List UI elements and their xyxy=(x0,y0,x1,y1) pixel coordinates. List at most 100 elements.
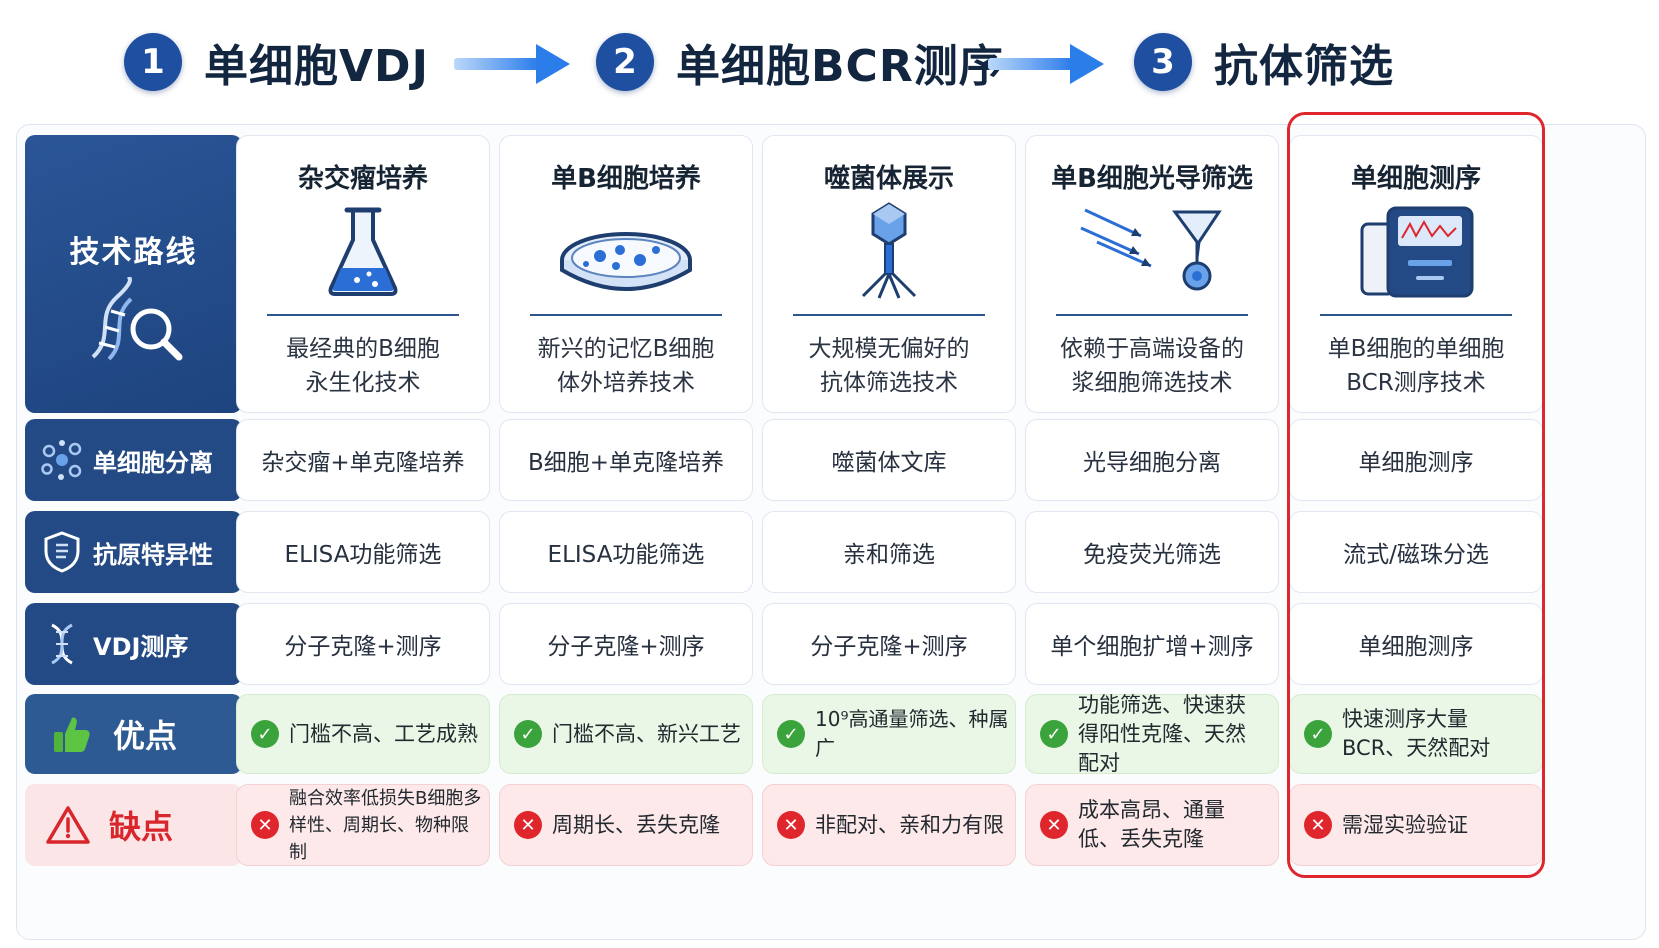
cell-vdj-optofluidic: 单个细胞扩增+测序 xyxy=(1025,603,1279,685)
cell-text: 功能筛选、快速获得阳性克隆、天然配对 xyxy=(1078,692,1246,775)
cell-cons-hybridoma: ✕ 融合效率低损失B细胞多样性、周期长、物种限制 xyxy=(236,784,490,866)
row-header-pros: 优点 xyxy=(25,694,242,774)
cross-icon: ✕ xyxy=(251,811,279,839)
step-3-title: 抗体筛选 xyxy=(1214,41,1394,92)
row-header-cons: 缺点 xyxy=(25,784,242,866)
row-label: 优点 xyxy=(113,717,178,755)
cells-icon xyxy=(41,440,82,480)
flask-icon xyxy=(328,207,398,296)
cell-vdj-phage: 分子克隆+测序 xyxy=(762,603,1016,685)
highlight-frame xyxy=(1287,112,1545,878)
cell-text: 融合效率低损失B细胞多样性、周期长、物种限制 xyxy=(289,787,482,863)
cell-isolation-hybridoma: 杂交瘤+单克隆培养 xyxy=(236,419,490,501)
cell-text: 周期长、丢失克隆 xyxy=(552,812,720,837)
cell-cons-optofluidic: ✕ 成本高昂、通量低、丢失克隆 xyxy=(1025,784,1279,866)
workflow-steps: 1 单细胞VDJ 2 单细胞BCR测序 3 抗体筛选 xyxy=(0,22,1659,102)
column-title: 噬菌体展示 xyxy=(823,164,954,194)
cell-text: 成本高昂、通量低、丢失克隆 xyxy=(1078,798,1225,851)
cell-isolation-scseq: 单细胞测序 xyxy=(1289,419,1543,501)
cell-vdj-hybridoma: 分子克隆+测序 xyxy=(236,603,490,685)
right-arrow-icon xyxy=(988,44,1104,84)
column-desc-line2: 体外培养技术 xyxy=(557,370,695,396)
cross-icon: ✕ xyxy=(1304,811,1332,839)
cell-text: 非配对、亲和力有限 xyxy=(815,812,1004,837)
bacteriophage-icon xyxy=(861,202,917,299)
comparison-table: 技术路线 杂交瘤培养 最经典的B细胞永生化技术 单B细胞培养 xyxy=(16,124,1646,940)
cell-text: 需湿实验验证 xyxy=(1342,812,1468,837)
tech-route-header: 技术路线 xyxy=(25,135,242,413)
cell-specificity-hybridoma: ELISA功能筛选 xyxy=(236,511,490,593)
column-desc-line2: BCR测序技术 xyxy=(1346,370,1486,396)
step-3: 3 抗体筛选 xyxy=(1134,22,1394,102)
step-1: 1 单细胞VDJ xyxy=(124,22,429,102)
row-label: 抗原特异性 xyxy=(93,540,213,569)
cell-text: 快速测序大量BCR、天然配对 xyxy=(1342,707,1491,760)
thumbs-up-icon xyxy=(54,717,90,752)
row-label: VDJ测序 xyxy=(93,632,189,661)
column-desc-line1: 大规模无偏好的 xyxy=(808,336,970,362)
row-label: 单细胞分离 xyxy=(93,448,213,477)
cell-cons-single-b: ✕ 周期长、丢失克隆 xyxy=(499,784,753,866)
column-desc-line1: 单B细胞的单细胞 xyxy=(1327,336,1505,362)
cell-vdj-single-b: 分子克隆+测序 xyxy=(499,603,753,685)
row-header-vdj: VDJ测序 xyxy=(25,603,242,685)
column-desc-line2: 浆细胞筛选技术 xyxy=(1071,370,1233,396)
step-3-number: 3 xyxy=(1134,33,1192,91)
cell-isolation-single-b: B细胞+单克隆培养 xyxy=(499,419,753,501)
column-title: 单B细胞光导筛选 xyxy=(1051,164,1253,194)
check-icon: ✓ xyxy=(1040,720,1068,748)
right-arrow-icon xyxy=(454,44,570,84)
cell-vdj-scseq: 单细胞测序 xyxy=(1289,603,1543,685)
column-header-optofluidic: 单B细胞光导筛选 依赖于高端设备的浆细胞筛选技术 xyxy=(1025,135,1279,413)
cell-pros-hybridoma: ✓ 门槛不高、工艺成熟 xyxy=(236,694,490,774)
step-1-title: 单细胞VDJ xyxy=(204,41,429,92)
step-2-title: 单细胞BCR测序 xyxy=(676,41,1004,92)
check-icon: ✓ xyxy=(514,720,542,748)
optofluidic-icon xyxy=(1080,208,1222,291)
column-header-single-b-culture: 单B细胞培养 新兴的记忆B细胞体外培养技术 xyxy=(499,135,753,413)
cross-icon: ✕ xyxy=(777,811,805,839)
column-header-hybridoma: 杂交瘤培养 最经典的B细胞永生化技术 xyxy=(236,135,490,413)
row-header-specificity: 抗原特异性 xyxy=(25,511,242,593)
cell-isolation-phage: 噬菌体文库 xyxy=(762,419,1016,501)
column-desc-line2: 抗体筛选技术 xyxy=(820,370,958,396)
warning-icon xyxy=(46,806,90,844)
column-title: 单细胞测序 xyxy=(1350,164,1481,194)
cell-text: 10⁹高通量筛选、种属广 xyxy=(815,707,1009,760)
column-desc-line1: 依赖于高端设备的 xyxy=(1060,336,1244,362)
row-label: 缺点 xyxy=(109,808,174,846)
row-header-isolation: 单细胞分离 xyxy=(25,419,242,501)
column-header-single-cell-seq: 单细胞测序 单B细胞的单细胞 BCR测序技术 xyxy=(1289,135,1543,413)
cell-specificity-phage: 亲和筛选 xyxy=(762,511,1016,593)
cell-pros-single-b: ✓ 门槛不高、新兴工艺 xyxy=(499,694,753,774)
column-title: 单B细胞培养 xyxy=(551,164,701,194)
cell-specificity-single-b: ELISA功能筛选 xyxy=(499,511,753,593)
cell-pros-optofluidic: ✓ 功能筛选、快速获得阳性克隆、天然配对 xyxy=(1025,693,1279,775)
check-icon: ✓ xyxy=(1304,720,1332,748)
column-desc-line1: 最经典的B细胞 xyxy=(286,336,440,362)
dna-icon xyxy=(51,623,73,665)
check-icon: ✓ xyxy=(251,720,279,748)
cross-icon: ✕ xyxy=(514,811,542,839)
shield-icon xyxy=(44,531,80,573)
step-1-number: 1 xyxy=(124,33,182,91)
cell-pros-phage: ✓ 10⁹高通量筛选、种属广 xyxy=(762,694,1016,774)
cell-cons-phage: ✕ 非配对、亲和力有限 xyxy=(762,784,1016,866)
step-2: 2 单细胞BCR测序 xyxy=(596,22,1004,102)
tech-route-label: 技术路线 xyxy=(69,235,198,270)
cell-specificity-optofluidic: 免疫荧光筛选 xyxy=(1025,511,1279,593)
cell-cons-scseq: ✕ 需湿实验验证 xyxy=(1289,784,1543,866)
petri-dish-icon xyxy=(560,232,692,291)
step-2-number: 2 xyxy=(596,33,654,91)
column-desc-line2: 永生化技术 xyxy=(305,370,421,396)
column-header-phage-display: 噬菌体展示 大规模无偏好的抗体筛选技术 xyxy=(762,135,1016,413)
column-desc-line1: 新兴的记忆B细胞 xyxy=(537,336,715,362)
cell-text: 门槛不高、工艺成熟 xyxy=(289,721,478,746)
sequencer-icon xyxy=(1360,206,1474,298)
cross-icon: ✕ xyxy=(1040,811,1068,839)
dna-magnifier-icon xyxy=(91,277,183,361)
cell-isolation-optofluidic: 光导细胞分离 xyxy=(1025,419,1279,501)
cell-text: 门槛不高、新兴工艺 xyxy=(552,721,741,746)
check-icon: ✓ xyxy=(777,720,805,748)
column-title: 杂交瘤培养 xyxy=(297,164,428,194)
